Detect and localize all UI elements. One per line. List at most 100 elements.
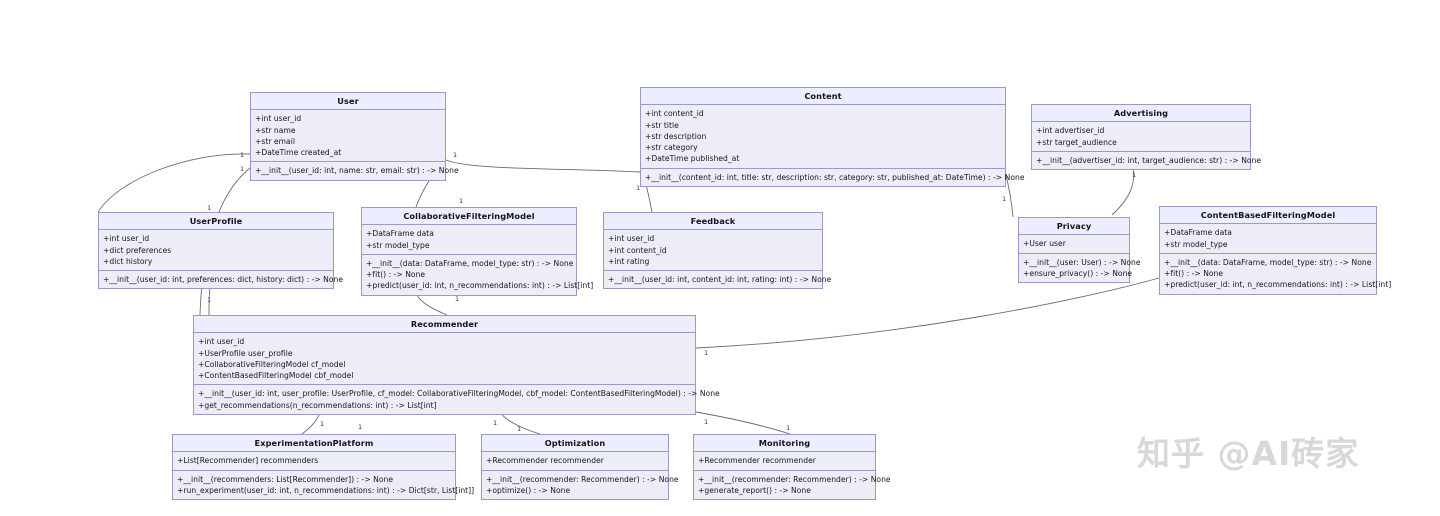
attribute-line: +UserProfile user_profile — [198, 348, 293, 358]
methods-section-user: +__init__(user_id: int, name: str, email… — [251, 162, 459, 180]
attribute-line: +Recommender recommender — [698, 456, 816, 466]
method-line: +__init__(user_id: int, preferences: dic… — [103, 275, 344, 285]
multiplicity-label: 1 — [1132, 171, 1137, 179]
multiplicity-label: 1 — [240, 151, 245, 159]
class-name-cbfmodel: ContentBasedFilteringModel — [1160, 207, 1376, 225]
attribute-line: +int user_id — [103, 234, 150, 244]
attribute-line: +DataFrame data — [1164, 228, 1232, 238]
class-box-user[interactable]: User+int user_id+str name+str email+Date… — [250, 92, 459, 181]
class-box-advertising[interactable]: Advertising+int advertiser_id+str target… — [1031, 104, 1262, 171]
multiplicity-label: 1 — [459, 197, 464, 205]
attribute-line: +DateTime published_at — [645, 154, 740, 164]
method-line: +run_experiment(user_id: int, n_recommen… — [177, 485, 475, 495]
attribute-line: +str target_audience — [1036, 137, 1117, 147]
method-line: +__init__(user_id: int, user_profile: Us… — [198, 389, 720, 399]
multiplicity-label: 1 — [455, 295, 460, 303]
method-line: +__init__(user_id: int, name: str, email… — [255, 166, 459, 176]
methods-section-cfmodel: +__init__(data: DataFrame, model_type: s… — [362, 254, 593, 295]
attribute-line: +str email — [255, 136, 295, 146]
attribute-line: +List[Recommender] recommenders — [177, 456, 319, 466]
watermark: 知乎 @AI砖家 — [1137, 434, 1360, 473]
methods-section-privacy: +__init__(user: User) : -> None+ensure_p… — [1019, 253, 1141, 283]
attribute-line: +int user_id — [608, 234, 655, 244]
attribute-line: +str model_type — [366, 240, 430, 250]
methods-section-cbfmodel: +__init__(data: DataFrame, model_type: s… — [1160, 253, 1391, 294]
class-box-cbfmodel[interactable]: ContentBasedFilteringModel +DataFrame dat… — [1159, 206, 1391, 295]
attributes-section-user: +int user_id+str name+str email+DateTime… — [251, 110, 445, 163]
class-name-advertising: Advertising — [1032, 105, 1250, 123]
attribute-line: +dict history — [103, 256, 153, 266]
methods-section-advertising: +__init__(advertiser_id: int, target_aud… — [1032, 151, 1262, 170]
attributes-section-experimentationplatform: +List[Recommender] recommenders — [173, 452, 455, 471]
method-line: +__init__(advertiser_id: int, target_aud… — [1036, 155, 1262, 165]
attributes-section-userprofile: +int user_id+dict preferences+dict histo… — [99, 230, 333, 272]
method-line: +generate_report() : -> None — [698, 485, 811, 495]
class-name-monitoring: Monitoring — [694, 435, 875, 453]
attribute-line: +int content_id — [645, 109, 704, 119]
attributes-section-optimization: +Recommender recommender — [482, 452, 668, 471]
multiplicity-label: 1 — [1002, 195, 1007, 203]
multiplicity-label: 1 — [207, 204, 212, 212]
methods-section-optimization: +__init__(recommender: Recommender) : ->… — [482, 470, 679, 500]
methods-section-recommender: +__init__(user_id: int, user_profile: Us… — [194, 385, 720, 414]
methods-section-feedback: +__init__(user_id: int, content_id: int,… — [604, 271, 832, 289]
class-name-cfmodel: CollaborativeFilteringModel — [362, 208, 576, 226]
association-edge — [97, 153, 251, 213]
attribute-line: +int user_id — [198, 337, 245, 347]
class-box-cfmodel[interactable]: CollaborativeFilteringModel+DataFrame da… — [361, 207, 593, 296]
multiplicity-label: 1 — [517, 425, 522, 433]
method-line: +__init__(recommenders: List[Recommender… — [177, 474, 394, 484]
class-box-userprofile[interactable]: UserProfile+int user_id+dict preferences… — [98, 212, 344, 290]
attributes-section-advertising: +int advertiser_id+str target_audience — [1032, 122, 1250, 152]
attribute-line: +str description — [645, 131, 707, 141]
attributes-section-cfmodel: +DataFrame data+str model_type — [362, 225, 576, 255]
attribute-line: +str model_type — [1164, 239, 1228, 249]
multiplicity-label: 1 — [453, 151, 458, 159]
class-box-privacy[interactable]: Privacy +User user +__init__(user: User) :… — [1018, 217, 1141, 284]
attribute-line: +str name — [255, 125, 296, 135]
class-box-experimentationplatform[interactable]: ExperimentationPlatform +List[Recommender… — [172, 434, 475, 501]
class-box-optimization[interactable]: Optimization+Recommender recommender+__i… — [481, 434, 679, 501]
attributes-section-privacy: +User user — [1019, 235, 1129, 254]
multiplicity-label: 1 — [240, 165, 245, 173]
multiplicity-label: 1 — [786, 424, 791, 432]
class-name-recommender: Recommender — [194, 316, 695, 334]
attribute-line: +int rating — [608, 256, 650, 266]
class-box-recommender[interactable]: Recommender +int user_id+UserProfile user… — [193, 315, 720, 415]
class-name-privacy: Privacy — [1019, 218, 1129, 236]
attribute-line: +DateTime created_at — [255, 148, 342, 158]
attribute-line: +ContentBasedFilteringModel cbf_model — [198, 371, 354, 381]
multiplicity-label: 1 — [704, 349, 709, 357]
method-line: +fit() : -> None — [366, 270, 426, 280]
multiplicity-label: 1 — [358, 423, 363, 431]
association-edge — [1111, 167, 1135, 216]
attribute-line: +int advertiser_id — [1036, 126, 1105, 136]
attribute-line: +DataFrame data — [366, 229, 434, 239]
class-name-user: User — [251, 93, 445, 111]
multiplicity-label: 1 — [493, 419, 498, 427]
attribute-line: +str category — [645, 143, 698, 153]
class-box-feedback[interactable]: Feedback+int user_id+int content_id+int … — [603, 212, 832, 290]
method-line: +fit() : -> None — [1164, 269, 1224, 279]
multiplicity-label: 1 — [320, 420, 325, 428]
multiplicity-label: 1 — [207, 296, 212, 304]
method-line: +__init__(data: DataFrame, model_type: s… — [1164, 257, 1372, 267]
class-box-monitoring[interactable]: Monitoring+Recommender recommender+__ini… — [693, 434, 891, 501]
class-name-experimentationplatform: ExperimentationPlatform — [173, 435, 455, 453]
method-line: +__init__(user_id: int, content_id: int,… — [608, 275, 832, 285]
association-edge — [695, 411, 791, 435]
method-line: +get_recommendations(n_recommendations: … — [198, 400, 437, 410]
attribute-line: +User user — [1023, 239, 1066, 249]
method-line: +__init__(user: User) : -> None — [1023, 257, 1141, 267]
methods-section-userprofile: +__init__(user_id: int, preferences: dic… — [99, 271, 344, 289]
class-name-optimization: Optimization — [482, 435, 668, 453]
attribute-line: +dict preferences — [103, 245, 172, 255]
methods-section-experimentationplatform: +__init__(recommenders: List[Recommender… — [173, 470, 475, 500]
class-name-feedback: Feedback — [604, 213, 822, 231]
method-line: +__init__(data: DataFrame, model_type: s… — [366, 258, 574, 268]
class-box-content[interactable]: Content +int content_id+str title+str des… — [640, 87, 1024, 187]
class-name-content: Content — [641, 88, 1005, 106]
attribute-line: +str title — [645, 120, 679, 130]
multiplicity-label: 1 — [704, 418, 709, 426]
